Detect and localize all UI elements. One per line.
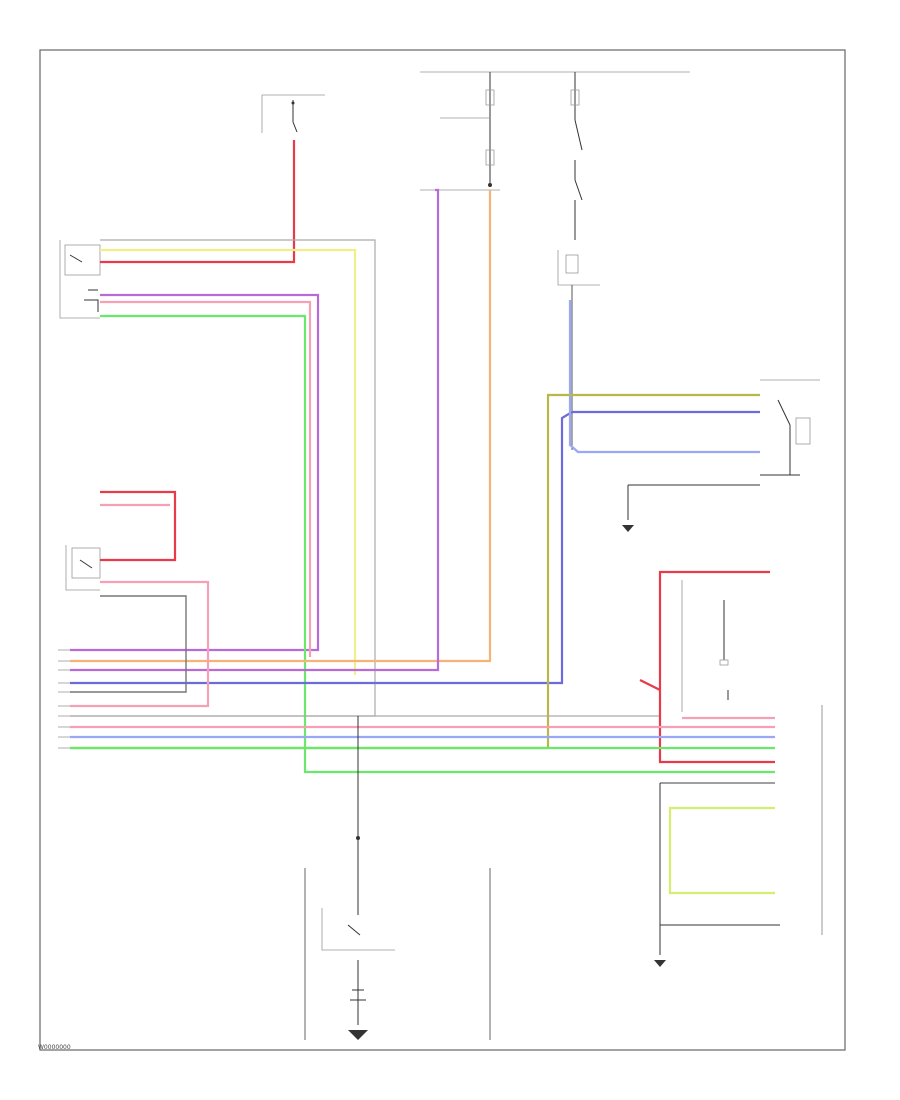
switch-unit-right [760, 379, 820, 476]
ground-lead-bottom-right [659, 783, 780, 955]
wire-red-top [100, 140, 296, 264]
compressor-clutch-section [304, 716, 491, 1040]
wire-yellowgreen-lower [668, 806, 775, 895]
diagram-code: W0000000 [38, 1044, 71, 1051]
relay-block-top-left [59, 240, 101, 319]
connector-pins-left [58, 649, 70, 749]
wire-blue-long [70, 410, 760, 685]
wire-lightblue-right [568, 300, 760, 454]
wire-darkgray-mid [70, 595, 187, 693]
wire-purple-left [70, 293, 320, 652]
relay-box-upper-right [557, 250, 600, 450]
wire-pink-left [100, 300, 312, 657]
wire-purple-center [70, 188, 440, 672]
wire-olive [70, 393, 760, 750]
wire-pink-mid [70, 580, 210, 708]
fuse-top-center [420, 72, 500, 191]
connector-stub-right [681, 580, 729, 712]
ground-center-right [622, 484, 760, 532]
relay-block-mid-left [65, 545, 101, 591]
fuse-top-right [570, 72, 583, 240]
wire-yellow-top [100, 248, 357, 675]
fuse-block-top-left [261, 94, 325, 133]
diagram-border [39, 49, 846, 1051]
wire-red-mid [100, 490, 177, 562]
wire-orange [70, 190, 492, 663]
wire-red-right [658, 570, 775, 764]
wire-green-long [100, 314, 775, 774]
wire-gray-relay [70, 239, 376, 717]
